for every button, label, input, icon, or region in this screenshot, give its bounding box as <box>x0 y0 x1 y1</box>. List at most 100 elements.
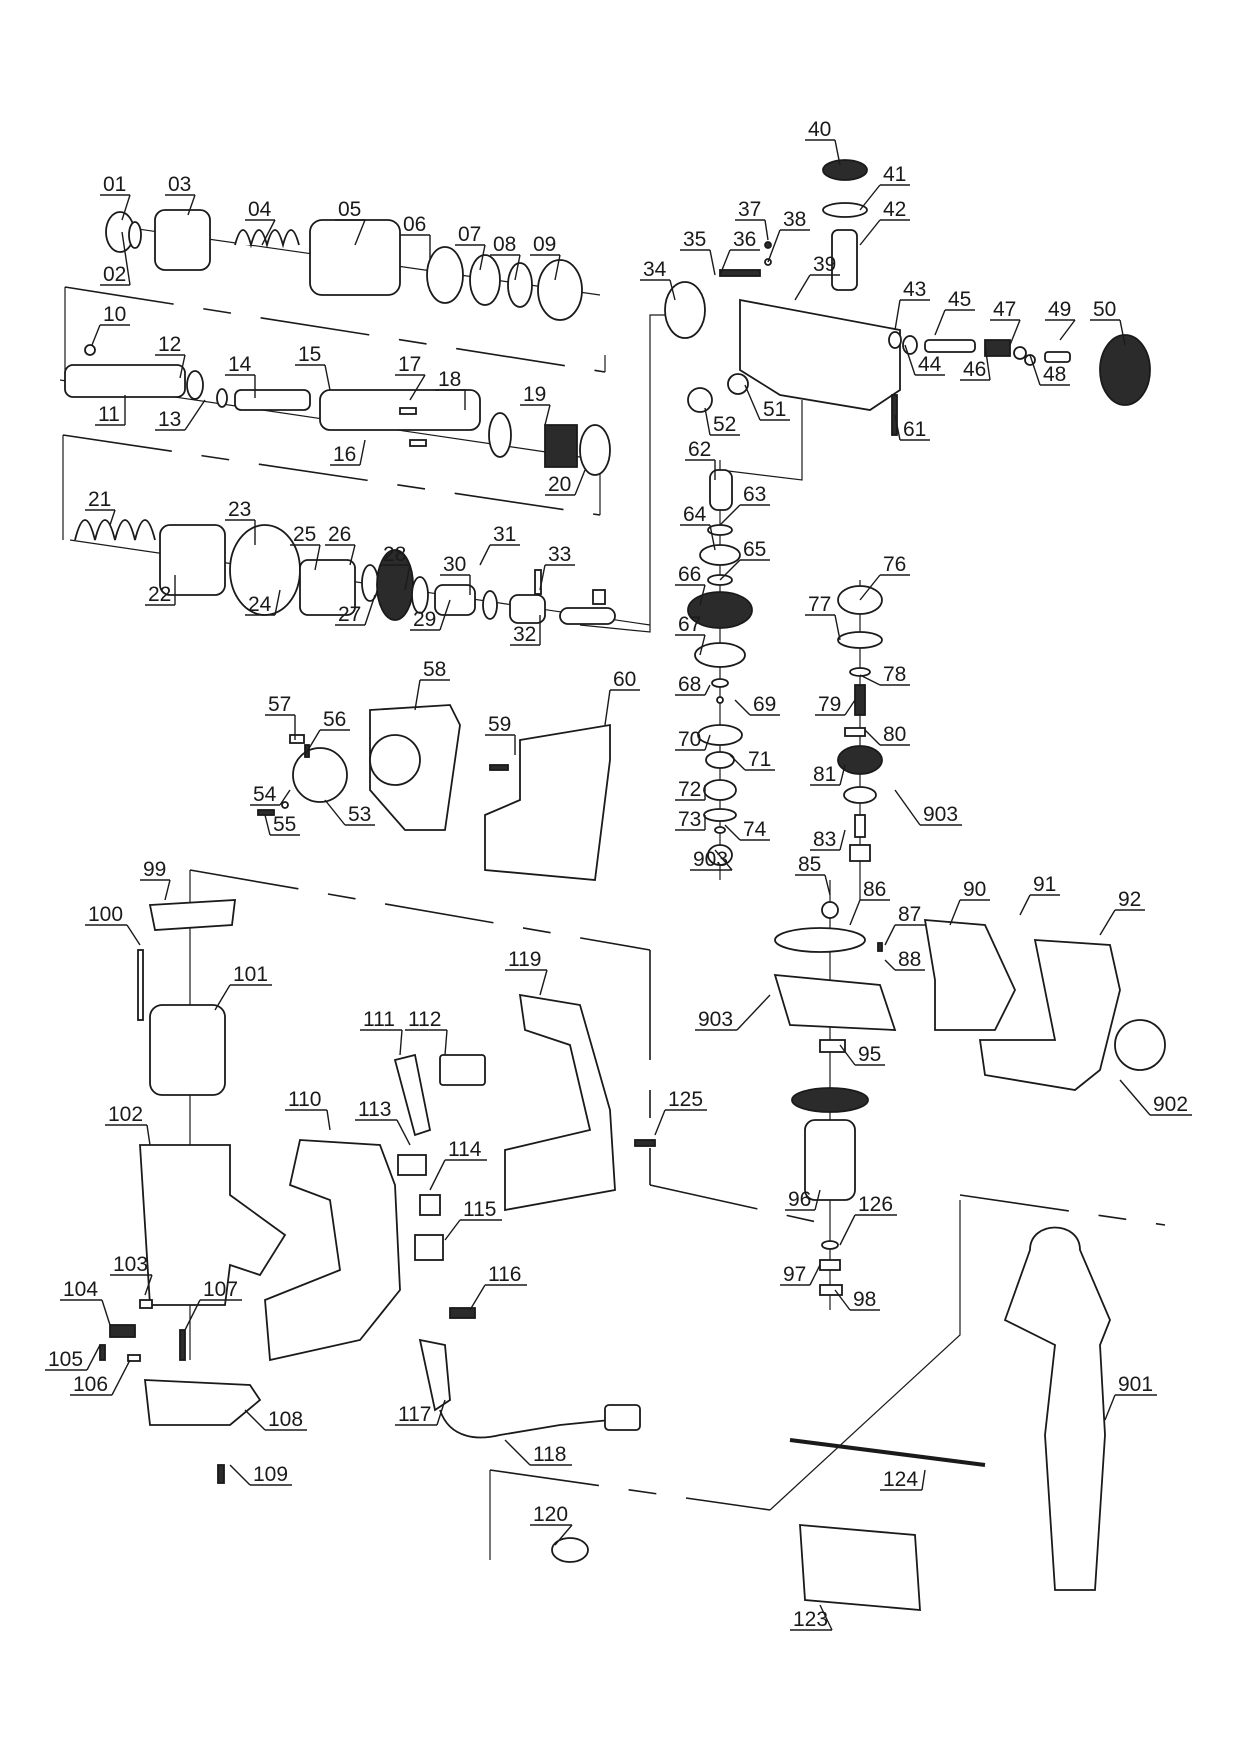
part-108-end-cap <box>143 1379 262 1426</box>
callout-95: 95 <box>839 1043 885 1066</box>
part-902-knob <box>1114 1019 1166 1071</box>
part-08-circlip <box>507 262 533 308</box>
part-97-bearing <box>819 1259 841 1271</box>
callout-70: 70 <box>675 728 711 751</box>
leader-line <box>444 1219 461 1241</box>
part-59-screw <box>489 764 509 771</box>
leader-line <box>479 244 486 271</box>
callout-14: 14 <box>225 353 256 398</box>
part-72-sleeve <box>703 779 737 801</box>
part-number-label: 06 <box>403 213 426 236</box>
callout-27: 27 <box>335 594 376 626</box>
callout-109: 109 <box>229 1463 292 1486</box>
leader-line <box>101 1299 111 1326</box>
leader-line <box>949 899 961 926</box>
callout-16: 16 <box>330 439 366 466</box>
part-87-pin <box>877 942 883 952</box>
part-number-label: 71 <box>748 748 771 771</box>
part-98-bearing <box>819 1284 843 1296</box>
callout-99: 99 <box>140 858 171 901</box>
part-number-label: 50 <box>1093 298 1116 321</box>
callout-12: 12 <box>155 333 186 379</box>
part-number-label: 45 <box>948 288 971 311</box>
callout-78: 78 <box>859 663 910 686</box>
part-47-washer <box>1013 346 1027 360</box>
part-number-label: 62 <box>688 438 711 461</box>
callout-61: 61 <box>894 414 930 441</box>
part-number-label: 126 <box>858 1193 893 1216</box>
part-106-clip <box>127 1354 141 1362</box>
callout-06: 06 <box>400 213 431 260</box>
part-number-label: 76 <box>883 553 906 576</box>
part-number-label: 73 <box>678 808 701 831</box>
part-number-label: 42 <box>883 198 906 221</box>
part-125-screw <box>634 1139 656 1147</box>
leader-line <box>704 684 711 696</box>
callout-83: 83 <box>810 828 846 851</box>
part-903-gearbox-base <box>773 973 897 1031</box>
leader-line <box>326 1109 331 1131</box>
part-number-label: 77 <box>808 593 831 616</box>
leader-line <box>1119 319 1126 346</box>
part-number-label: 68 <box>678 673 701 696</box>
callout-05: 05 <box>335 198 366 246</box>
callout-13: 13 <box>155 399 206 431</box>
part-number-label: 98 <box>853 1288 876 1311</box>
part-49-lever <box>1044 351 1071 363</box>
part-number-label: 113 <box>358 1098 391 1121</box>
leader-line <box>709 249 716 276</box>
part-54-washer <box>281 801 289 809</box>
part-number-label: 17 <box>398 353 421 376</box>
callout-81: 81 <box>810 763 846 786</box>
leader-line <box>514 254 521 281</box>
part-number-label: 21 <box>88 488 111 511</box>
part-69-balls <box>716 696 724 704</box>
part-21-spring <box>74 519 156 541</box>
parts <box>64 159 1166 1611</box>
leader-line <box>109 509 116 526</box>
callout-19: 19 <box>520 383 551 426</box>
callout-50: 50 <box>1090 298 1126 346</box>
callout-86: 86 <box>849 878 890 926</box>
callout-123: 123 <box>790 1604 833 1631</box>
part-31-pin <box>534 569 542 595</box>
part-62-shaft <box>709 469 733 511</box>
leader-line <box>734 699 751 716</box>
part-03-sleeve <box>154 209 211 271</box>
part-60-housing-cover <box>484 723 611 881</box>
callout-22: 22 <box>145 575 176 606</box>
leader-line <box>324 364 331 391</box>
leader-line <box>604 689 611 726</box>
part-29-washer <box>482 590 498 620</box>
part-number-label: 901 <box>1118 1373 1153 1396</box>
part-number-label: 02 <box>103 263 126 286</box>
part-number-label: 63 <box>743 483 766 506</box>
part-number-label: 79 <box>818 693 841 716</box>
part-number-label: 14 <box>228 353 252 376</box>
callout-67: 67 <box>675 613 706 656</box>
callout-56: 56 <box>304 708 350 756</box>
part-13-o-ring <box>216 388 228 408</box>
leader-line <box>767 229 781 263</box>
part-number-label: 78 <box>883 663 906 686</box>
callout-90: 90 <box>949 878 990 926</box>
callout-112: 112 <box>405 1008 448 1056</box>
part-number-label: 85 <box>798 853 821 876</box>
part-number-label: 74 <box>743 818 767 841</box>
leader-line <box>884 924 896 946</box>
callout-36: 36 <box>719 228 760 276</box>
part-number-label: 16 <box>333 443 356 466</box>
callout-66: 66 <box>675 563 706 606</box>
part-92-housing <box>978 939 1121 1091</box>
part-number-label: 125 <box>668 1088 703 1111</box>
leader-line <box>1104 1394 1116 1421</box>
part-64-bearing <box>699 544 741 566</box>
callout-10: 10 <box>91 303 130 346</box>
part-number-label: 13 <box>158 408 181 431</box>
part-102-motor-housing <box>139 1144 287 1306</box>
leader-line <box>699 634 706 656</box>
part-52-plug <box>687 387 713 413</box>
leader-line <box>1099 909 1116 936</box>
leader-line <box>839 829 846 851</box>
leader-line <box>121 194 131 221</box>
